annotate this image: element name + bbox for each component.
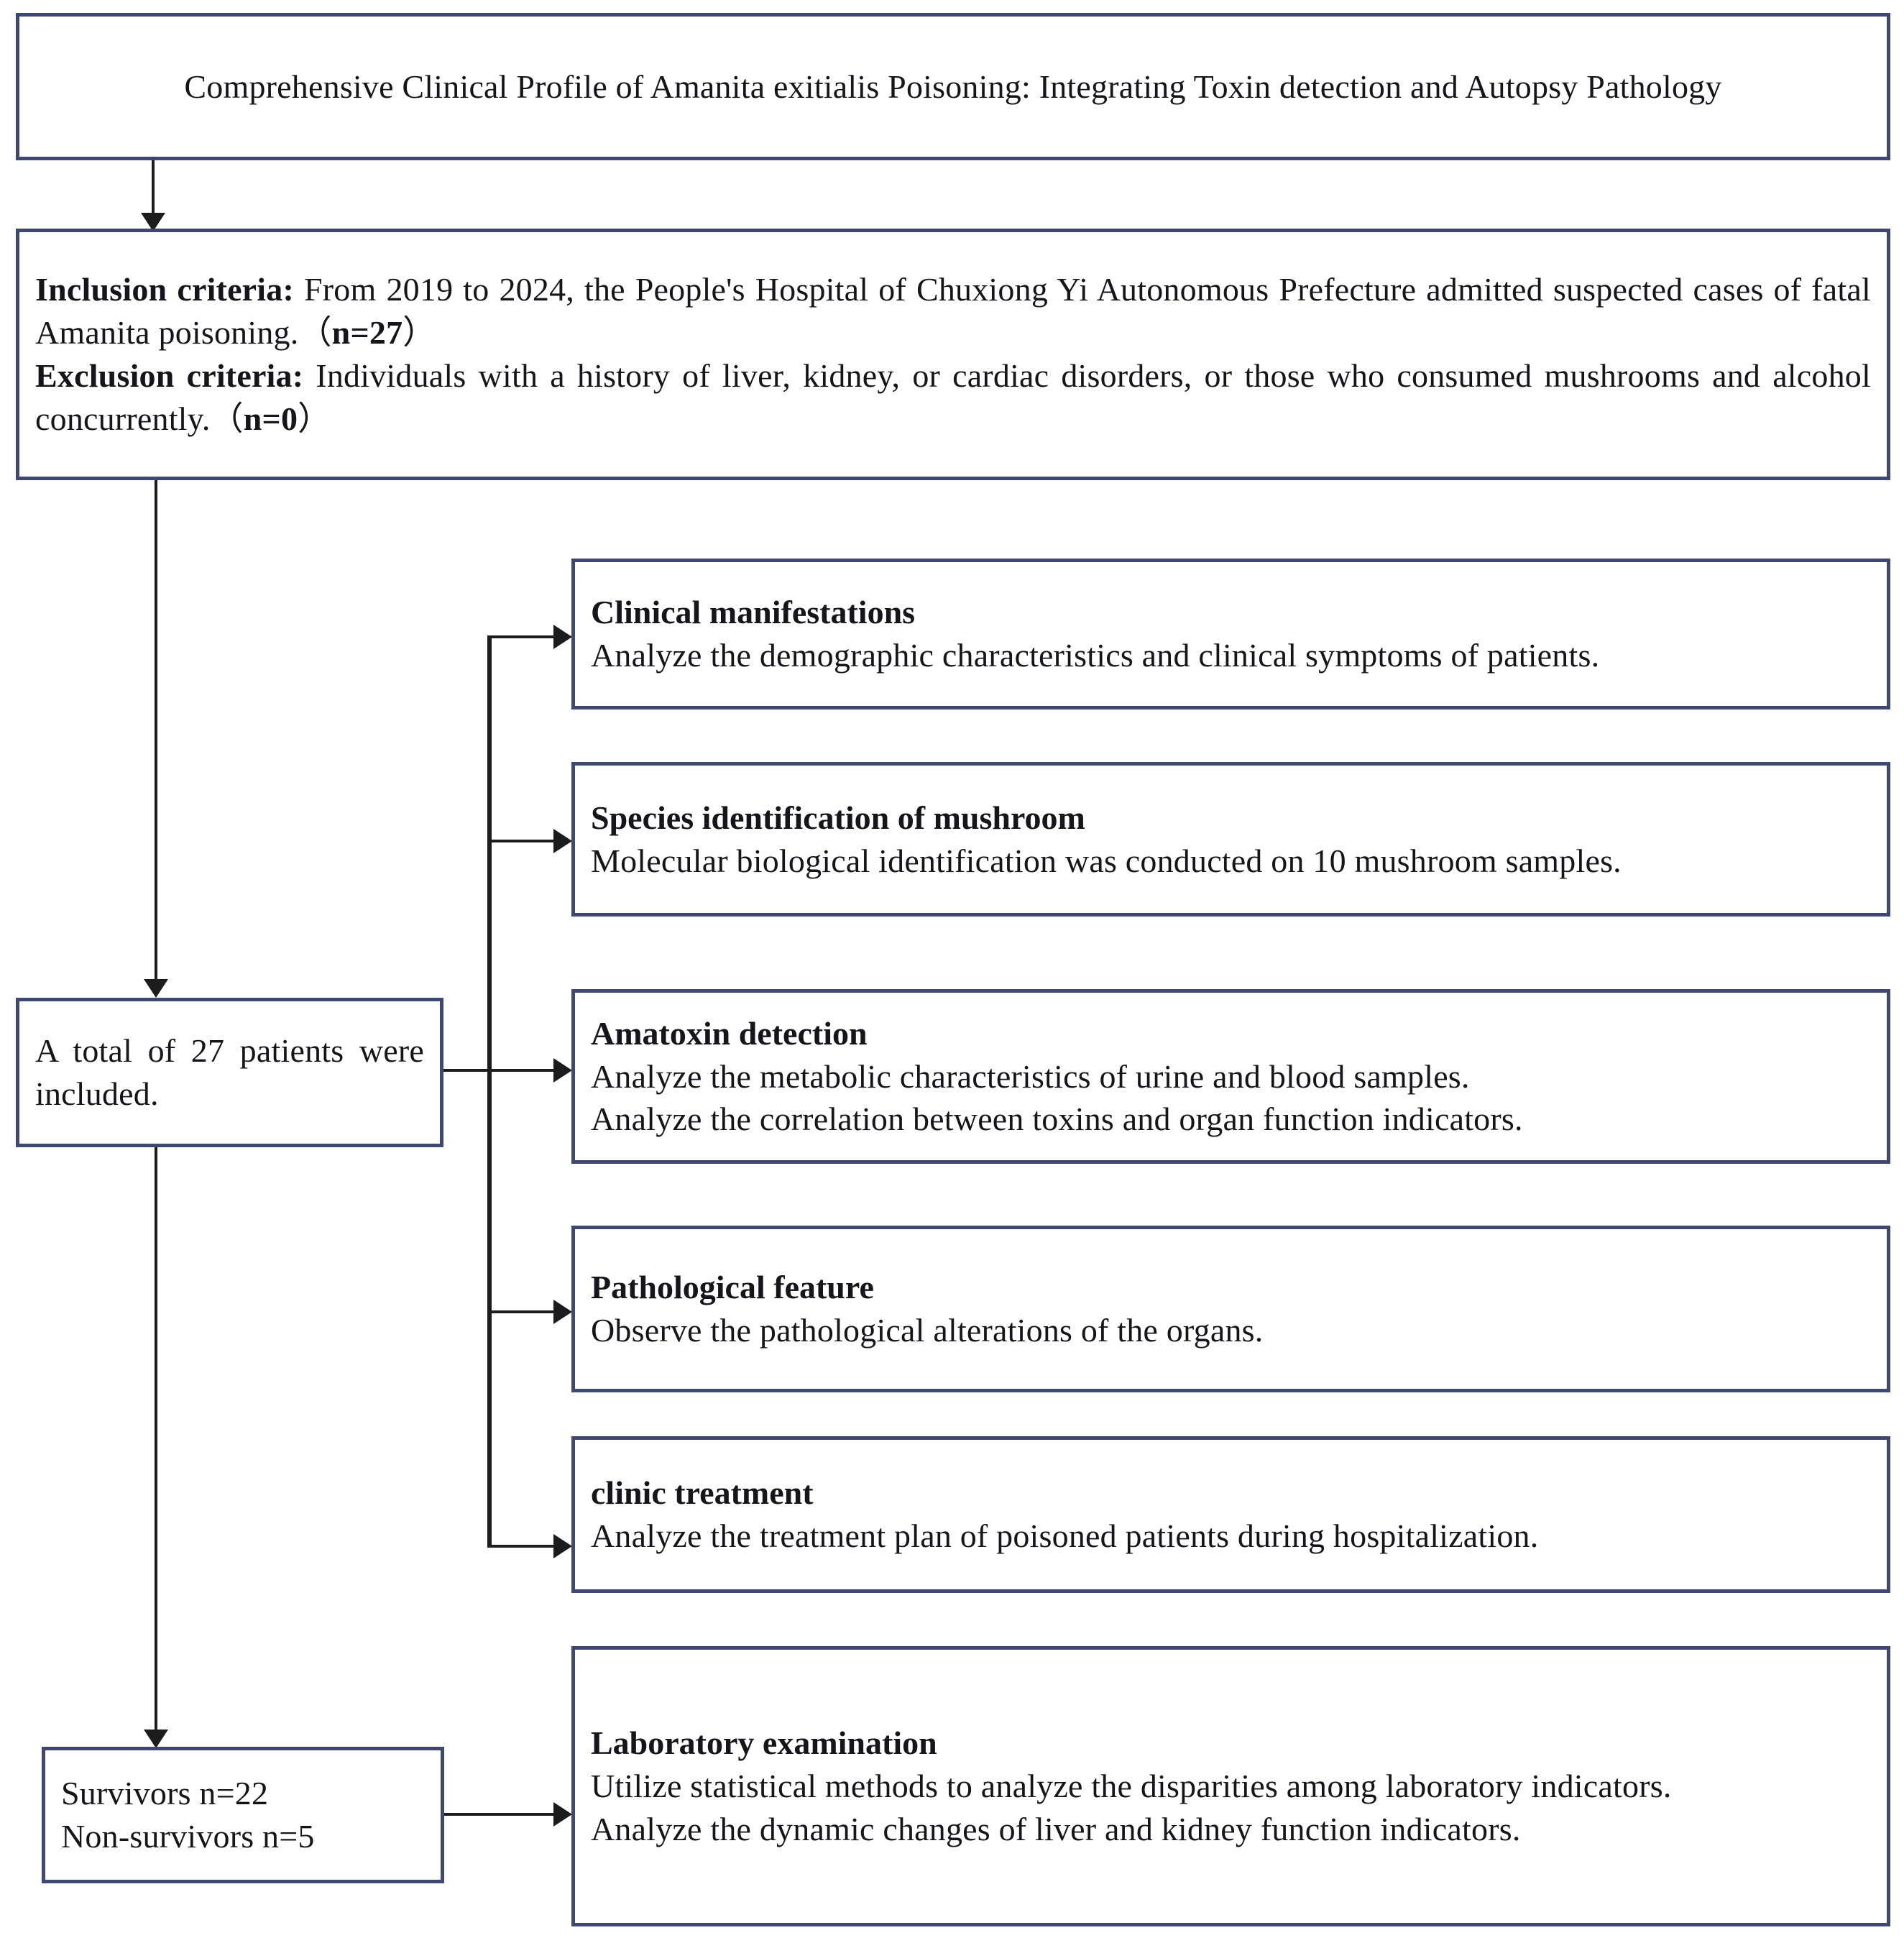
branch-heading-3: Amatoxin detection	[591, 1014, 868, 1052]
exclusion-criteria-count: n=0	[243, 400, 298, 437]
survivors-line: Survivors n=22	[61, 1775, 269, 1812]
criteria-box-inner: Inclusion criteria: From 2019 to 2024, t…	[19, 268, 1887, 440]
arrow-outcome-to-laboratory	[553, 1802, 572, 1827]
total-patients-box: A total of 27 patients were included.	[16, 998, 443, 1147]
laboratory-examination-line-1: Utilize statistical methods to analyze t…	[591, 1768, 1672, 1805]
branch-line-text-1-0: Analyze the demographic characteristics …	[591, 637, 1600, 674]
branch-box-inner-5: clinic treatment Analyze the treatment p…	[575, 1471, 1887, 1558]
branch-box-inner-1: Clinical manifestations Analyze the demo…	[575, 591, 1887, 677]
branch-arrow-2	[553, 829, 572, 853]
connector-title-to-criteria	[152, 160, 155, 218]
outcome-box-inner: Survivors n=22 Non-survivors n=5	[45, 1772, 441, 1858]
branch-heading-5: clinic treatment	[591, 1474, 814, 1512]
branch-arrow-3	[553, 1058, 572, 1083]
branch-heading-4: Pathological feature	[591, 1269, 874, 1306]
branch-box-inner-3: Amatoxin detection Analyze the metabolic…	[575, 1012, 1887, 1141]
inclusion-criteria-paragraph: Inclusion criteria: From 2019 to 2024, t…	[35, 268, 1871, 354]
laboratory-examination-line-2: Analyze the dynamic changes of liver and…	[591, 1810, 1521, 1847]
branch-line-text-2-0: Molecular biological identification was …	[591, 842, 1622, 879]
branch-heading-2: Species identification of mushroom	[591, 799, 1085, 836]
branch-arrow-1	[553, 625, 572, 649]
inclusion-criteria-close: ）	[403, 314, 436, 352]
branch-line-1	[487, 635, 559, 638]
branch-box-pathological-feature: Pathological feature Observe the patholo…	[571, 1226, 1890, 1392]
title-box-inner: Comprehensive Clinical Profile of Amanit…	[19, 65, 1887, 109]
inclusion-criteria-count: n=27	[331, 314, 403, 352]
criteria-box: Inclusion criteria: From 2019 to 2024, t…	[16, 229, 1890, 480]
arrow-criteria-to-total	[144, 979, 168, 998]
total-patients-inner: A total of 27 patients were included.	[19, 1029, 440, 1116]
branch-box-clinic-treatment: clinic treatment Analyze the treatment p…	[571, 1436, 1890, 1593]
branch-trunk-vertical	[487, 635, 492, 1546]
branch-arrow-4	[553, 1300, 572, 1324]
branch-line-text-5-0: Analyze the treatment plan of poisoned p…	[591, 1517, 1539, 1554]
arrow-total-to-outcome	[144, 1730, 168, 1748]
laboratory-examination-inner: Laboratory examination Utilize statistic…	[575, 1722, 1887, 1850]
outcome-box: Survivors n=22 Non-survivors n=5	[42, 1747, 444, 1883]
branch-box-inner-4: Pathological feature Observe the patholo…	[575, 1266, 1887, 1352]
branch-line-text-3-1: Analyze the correlation between toxins a…	[591, 1101, 1523, 1138]
branch-line-text-4-0: Observe the pathological alterations of …	[591, 1312, 1264, 1349]
branch-box-inner-2: Species identification of mushroom Molec…	[575, 796, 1887, 883]
connector-total-to-outcome	[155, 1147, 157, 1735]
laboratory-examination-box: Laboratory examination Utilize statistic…	[571, 1646, 1890, 1926]
branch-box-species-identification: Species identification of mushroom Molec…	[571, 762, 1890, 917]
branch-heading-1: Clinical manifestations	[591, 594, 916, 631]
arrow-title-to-criteria	[141, 213, 165, 231]
branch-arrow-5	[553, 1534, 572, 1558]
title-text: Comprehensive Clinical Profile of Amanit…	[184, 68, 1722, 105]
exclusion-criteria-close: ）	[298, 400, 331, 437]
branch-line-5	[487, 1545, 559, 1548]
laboratory-examination-heading: Laboratory examination	[591, 1724, 937, 1762]
branch-line-4	[487, 1310, 559, 1313]
exclusion-criteria-paragraph: Exclusion criteria: Individuals with a h…	[35, 354, 1871, 441]
inclusion-criteria-text: From 2019 to 2024, the People's Hospital…	[35, 271, 1871, 352]
connector-outcome-to-laboratory	[444, 1813, 559, 1816]
branch-line-2	[487, 840, 559, 842]
exclusion-criteria-label: Exclusion criteria:	[35, 357, 304, 394]
branch-line-3	[487, 1069, 559, 1072]
branch-line-text-3-0: Analyze the metabolic characteristics of…	[591, 1057, 1470, 1095]
branch-box-amatoxin-detection: Amatoxin detection Analyze the metabolic…	[571, 989, 1890, 1164]
total-patients-text: A total of 27 patients were included.	[35, 1032, 424, 1112]
non-survivors-line: Non-survivors n=5	[61, 1818, 315, 1855]
inclusion-criteria-label: Inclusion criteria:	[35, 271, 294, 308]
title-box: Comprehensive Clinical Profile of Amanit…	[16, 13, 1890, 160]
branch-box-clinical-manifestations: Clinical manifestations Analyze the demo…	[571, 559, 1890, 709]
connector-criteria-to-total	[155, 480, 157, 983]
exclusion-criteria-text: Individuals with a history of liver, kid…	[35, 357, 1871, 437]
connector-total-to-trunk	[443, 1069, 490, 1072]
